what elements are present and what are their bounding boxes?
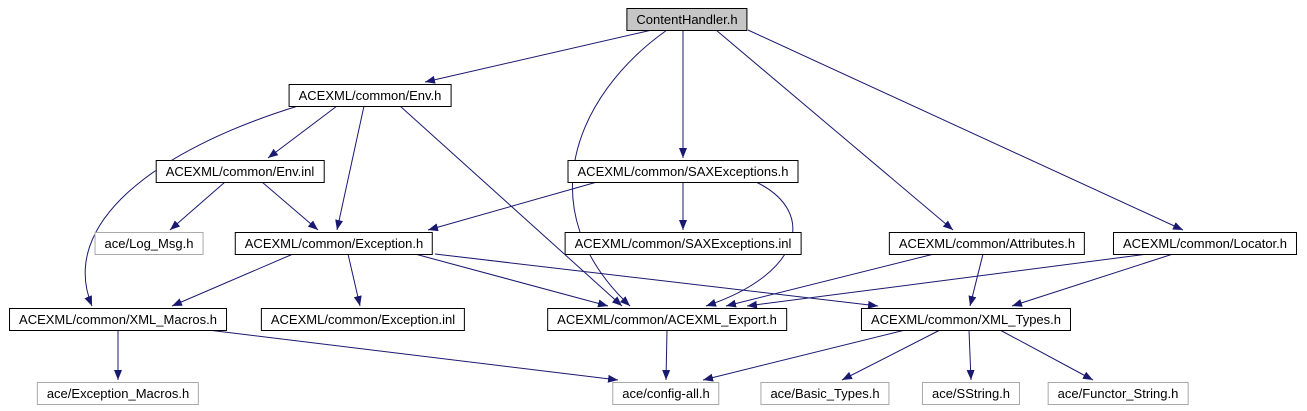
include-edge-Env_h-to-XML_Macros_h — [84, 105, 299, 307]
include-edge-Env_h-to-Env_inl — [267, 105, 338, 159]
graph-node-Exception_Macros_h: ace/Exception_Macros.h — [36, 382, 200, 405]
include-edge-Exception_h-to-ACEXML_Export_h — [414, 253, 609, 308]
graph-node-ACEXML_Export_h[interactable]: ACEXML/common/ACEXML_Export.h — [547, 308, 787, 331]
graph-node-Env_inl[interactable]: ACEXML/common/Env.inl — [155, 160, 325, 183]
include-edge-Attributes_h-to-XML_Types_h — [968, 253, 984, 307]
include-edge-Exception_h-to-XML_Types_h — [434, 253, 879, 309]
graph-node-SAXExceptions_h[interactable]: ACEXML/common/SAXExceptions.h — [567, 160, 799, 183]
graph-node-XML_Macros_h[interactable]: ACEXML/common/XML_Macros.h — [9, 308, 227, 331]
include-edge-XML_Types_h-to-config_all_h — [702, 329, 906, 382]
graph-node-Log_Msg_h: ace/Log_Msg.h — [94, 232, 204, 255]
graph-node-Env_h[interactable]: ACEXML/common/Env.h — [288, 84, 452, 107]
graph-node-Functor_String_h: ace/Functor_String.h — [1047, 382, 1189, 405]
include-edge-Env_inl-to-Log_Msg_h — [169, 181, 226, 231]
include-edge-XML_Types_h-to-Basic_Types_h — [841, 329, 941, 381]
graph-node-ContentHandler_h: ContentHandler.h — [626, 8, 748, 31]
graph-node-Attributes_h[interactable]: ACEXML/common/Attributes.h — [888, 232, 1086, 255]
include-edge-XML_Macros_h-to-config_all_h — [207, 329, 619, 383]
include-edge-ContentHandler_h-to-Env_h — [424, 29, 653, 84]
include-edge-XML_Types_h-to-SString_h — [966, 329, 975, 381]
graph-node-Exception_inl[interactable]: ACEXML/common/Exception.inl — [260, 308, 466, 331]
include-edge-SAXExceptions_h-to-Exception_h — [427, 181, 598, 232]
include-edge-ContentHandler_h-to-Attributes_h — [715, 29, 954, 231]
include-edge-Attributes_h-to-ACEXML_Export_h — [725, 253, 935, 308]
include-edge-Locator_h-to-XML_Types_h — [1011, 253, 1174, 307]
graph-node-SString_h: ace/SString.h — [921, 382, 1021, 405]
include-edge-Env_h-to-Exception_h — [335, 105, 365, 231]
graph-node-Exception_h[interactable]: ACEXML/common/Exception.h — [234, 232, 434, 255]
include-edge-ACEXML_Export_h-to-config_all_h — [662, 329, 671, 381]
include-edge-ContentHandler_h-to-Locator_h — [747, 29, 1184, 231]
include-edge-Env_inl-to-Exception_h — [261, 181, 319, 231]
include-edge-Exception_h-to-XML_Macros_h — [171, 253, 294, 307]
include-edge-Locator_h-to-ACEXML_Export_h — [746, 253, 1149, 309]
graph-node-XML_Types_h[interactable]: ACEXML/common/XML_Types.h — [860, 308, 1072, 331]
graph-node-Basic_Types_h: ace/Basic_Types.h — [760, 382, 890, 405]
graph-node-SAXExceptions_inl[interactable]: ACEXML/common/SAXExceptions.inl — [564, 232, 802, 255]
include-edge-XML_Types_h-to-Functor_String_h — [999, 329, 1094, 381]
include-edge-Env_h-to-ACEXML_Export_h — [399, 105, 623, 307]
graph-node-config_all_h: ace/config-all.h — [612, 382, 720, 405]
graph-node-Locator_h[interactable]: ACEXML/common/Locator.h — [1112, 232, 1298, 255]
include-edge-Exception_h-to-Exception_inl — [347, 253, 362, 307]
